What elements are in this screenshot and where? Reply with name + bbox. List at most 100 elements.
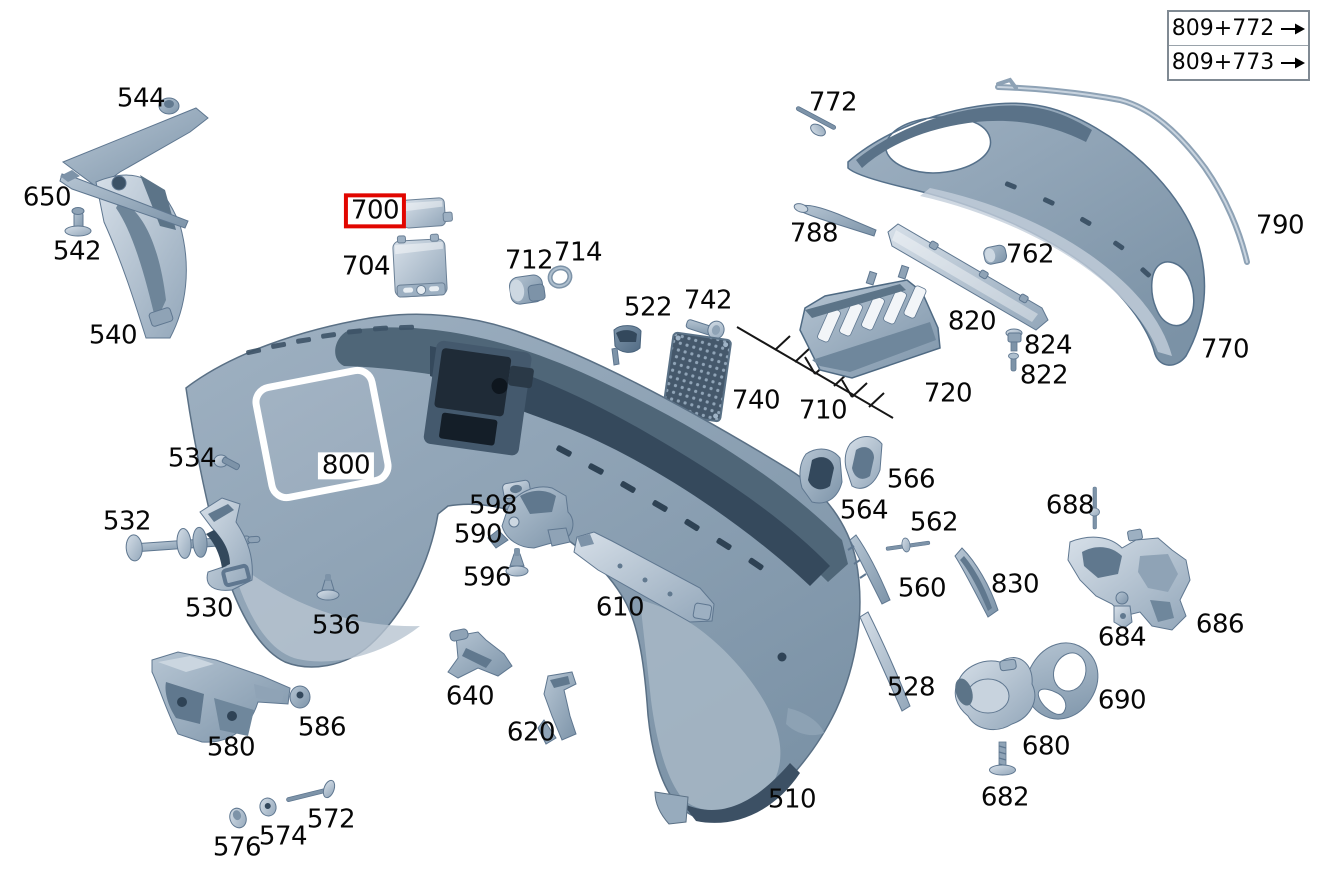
part-822-pin-shape — [1008, 352, 1019, 372]
part-label-598[interactable]: 598 — [468, 490, 518, 521]
part-566-bracket-shape — [844, 436, 883, 489]
part-762-sensor-shape — [983, 244, 1008, 265]
part-820-trim-shape — [887, 223, 1049, 331]
part-824-bolt-shape — [1005, 328, 1023, 352]
part-label-704[interactable]: 704 — [341, 251, 391, 282]
part-label-714[interactable]: 714 — [553, 237, 603, 268]
part-label-590[interactable]: 590 — [453, 519, 503, 550]
part-772-rivet-shape — [795, 106, 837, 137]
part-label-710[interactable]: 710 — [798, 395, 848, 426]
part-576-grommet-shape — [229, 807, 247, 829]
part-560-blade-shape — [847, 534, 891, 605]
part-label-740[interactable]: 740 — [731, 385, 781, 416]
part-label-586[interactable]: 586 — [297, 712, 347, 743]
part-label-700[interactable]: 700 — [343, 193, 407, 229]
part-label-640[interactable]: 640 — [445, 681, 495, 712]
part-720-lattice-shape — [799, 264, 941, 379]
reference-label: 809+773 — [1171, 50, 1275, 75]
part-650-shape — [59, 170, 189, 229]
part-label-562[interactable]: 562 — [909, 507, 959, 538]
part-label-788[interactable]: 788 — [789, 218, 839, 249]
part-572-pin-shape — [286, 779, 336, 802]
part-label-824[interactable]: 824 — [1023, 330, 1073, 361]
part-label-770[interactable]: 770 — [1200, 334, 1250, 365]
part-label-688[interactable]: 688 — [1045, 490, 1095, 521]
part-label-522[interactable]: 522 — [623, 292, 673, 323]
part-label-686[interactable]: 686 — [1195, 609, 1245, 640]
part-label-830[interactable]: 830 — [990, 569, 1040, 600]
part-530-bracket-shape — [199, 497, 253, 591]
part-label-690[interactable]: 690 — [1097, 685, 1147, 716]
part-682-screw-shape — [989, 741, 1016, 776]
part-770-diffuser-shape — [847, 102, 1206, 366]
part-640-bracket-shape — [447, 628, 513, 679]
part-label-530[interactable]: 530 — [184, 593, 234, 624]
part-562-rivet-shape — [885, 537, 931, 553]
part-596-plug-shape — [505, 548, 529, 577]
part-label-510[interactable]: 510 — [767, 784, 817, 815]
part-680-housing-shape — [954, 657, 1036, 731]
part-522-shape — [611, 325, 642, 366]
part-label-820[interactable]: 820 — [947, 306, 997, 337]
part-714-ring-shape — [547, 265, 573, 289]
part-610-panel-shape — [573, 531, 715, 623]
part-label-720[interactable]: 720 — [923, 378, 973, 409]
part-label-544[interactable]: 544 — [116, 83, 166, 114]
part-label-532[interactable]: 532 — [102, 506, 152, 537]
part-586-washer-shape — [289, 685, 311, 709]
part-label-790[interactable]: 790 — [1255, 210, 1305, 241]
reference-box-stack: 809+772 809+773 — [1167, 10, 1310, 81]
part-790-strip-shape — [995, 77, 1250, 265]
part-590-bracket-shape — [487, 486, 574, 549]
part-574-washer-shape — [259, 797, 277, 817]
part-label-762[interactable]: 762 — [1005, 239, 1055, 270]
part-510-bumper-shape — [185, 313, 861, 825]
part-label-560[interactable]: 560 — [897, 573, 947, 604]
part-700-shape — [401, 197, 453, 229]
part-label-800[interactable]: 800 — [317, 452, 375, 480]
part-712-sensor-shape — [509, 274, 546, 305]
part-label-528[interactable]: 528 — [886, 672, 936, 703]
part-528-blade-shape — [859, 611, 911, 712]
part-label-574[interactable]: 574 — [258, 821, 308, 852]
part-540-shape — [61, 107, 209, 339]
part-label-680[interactable]: 680 — [1021, 731, 1071, 762]
part-688-pin-shape — [1089, 486, 1100, 530]
part-542-shape — [64, 207, 92, 237]
part-544-shape — [158, 97, 180, 115]
part-536-plug-shape — [316, 574, 340, 601]
part-label-540[interactable]: 540 — [88, 320, 138, 351]
part-label-536[interactable]: 536 — [311, 610, 361, 641]
part-label-564[interactable]: 564 — [839, 495, 889, 526]
reference-link-809-773[interactable]: 809+773 — [1169, 45, 1308, 79]
part-788-strip-shape — [793, 203, 877, 237]
part-534-screw-shape — [213, 454, 241, 471]
part-830-blade-shape — [954, 547, 999, 618]
part-label-576[interactable]: 576 — [212, 832, 262, 863]
part-label-572[interactable]: 572 — [306, 804, 356, 835]
part-label-534[interactable]: 534 — [167, 443, 217, 474]
arrow-right-icon — [1281, 23, 1306, 34]
reference-link-809-772[interactable]: 809+772 — [1169, 12, 1308, 45]
part-label-684[interactable]: 684 — [1097, 622, 1147, 653]
part-label-566[interactable]: 566 — [886, 464, 936, 495]
part-label-610[interactable]: 610 — [595, 592, 645, 623]
part-label-542[interactable]: 542 — [52, 236, 102, 267]
part-label-822[interactable]: 822 — [1019, 360, 1069, 391]
part-label-742[interactable]: 742 — [683, 285, 733, 316]
part-label-650[interactable]: 650 — [22, 182, 72, 213]
reference-label: 809+772 — [1171, 16, 1275, 41]
part-label-596[interactable]: 596 — [462, 562, 512, 593]
part-580-crossmember-shape — [151, 651, 291, 743]
part-564-bracket-shape — [799, 448, 843, 504]
part-704-shape — [392, 233, 448, 298]
part-label-682[interactable]: 682 — [980, 782, 1030, 813]
part-label-772[interactable]: 772 — [808, 87, 858, 118]
part-label-620[interactable]: 620 — [506, 717, 556, 748]
part-label-712[interactable]: 712 — [504, 245, 554, 276]
part-label-580[interactable]: 580 — [206, 732, 256, 763]
part-684-sensor-shape — [1113, 591, 1133, 629]
